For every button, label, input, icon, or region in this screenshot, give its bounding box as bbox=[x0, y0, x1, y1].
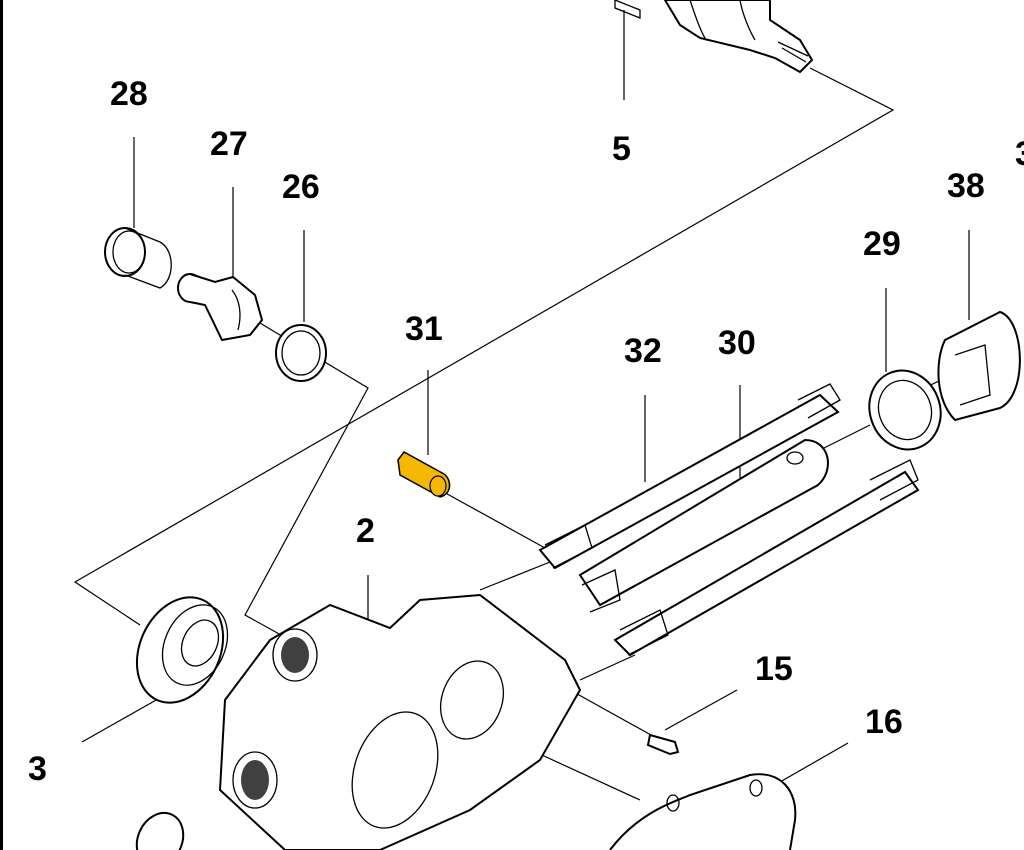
part-labels: 5 28 27 26 38 29 31 32 30 2 15 16 3 3 bbox=[28, 75, 1024, 788]
label-3-partial: 3 bbox=[1015, 135, 1024, 173]
label-3: 3 bbox=[28, 750, 47, 788]
part-oring-bottom bbox=[135, 811, 185, 850]
label-29: 29 bbox=[863, 225, 901, 263]
part-30-tube bbox=[578, 438, 829, 613]
label-27: 27 bbox=[210, 125, 248, 163]
label-38: 38 bbox=[947, 167, 985, 205]
part-32-studs bbox=[538, 383, 920, 657]
leader-3 bbox=[81, 694, 166, 743]
leader-15 bbox=[664, 689, 738, 731]
guide-line-stud bbox=[579, 654, 636, 681]
label-26: 26 bbox=[282, 168, 320, 206]
part-29-seal bbox=[868, 369, 942, 451]
leader-16 bbox=[779, 742, 849, 783]
guide-line-31 bbox=[439, 489, 546, 549]
part-26-oring bbox=[275, 324, 327, 382]
part-15-pin bbox=[646, 733, 680, 756]
part-5-shaft bbox=[614, 0, 814, 74]
part-2-housing bbox=[218, 593, 582, 850]
guide-line-29 bbox=[819, 424, 871, 451]
label-2: 2 bbox=[356, 512, 375, 550]
label-5: 5 bbox=[612, 130, 631, 168]
guide-line-15 bbox=[569, 689, 661, 741]
label-30: 30 bbox=[718, 324, 756, 362]
part-31-sleeve[interactable] bbox=[397, 451, 451, 498]
guide-line-shaft bbox=[73, 67, 895, 626]
part-38-coupling bbox=[937, 310, 1021, 422]
leader-lines bbox=[81, 10, 970, 783]
part-16-gasket bbox=[609, 773, 797, 850]
part-28-cap bbox=[104, 227, 172, 289]
frame-border bbox=[0, 0, 3, 850]
label-15: 15 bbox=[755, 650, 793, 688]
guide-line-32 bbox=[479, 559, 556, 591]
part-3-bearing bbox=[135, 596, 229, 704]
label-16: 16 bbox=[865, 703, 903, 741]
label-28: 28 bbox=[110, 75, 148, 113]
part-27-fitting bbox=[177, 273, 264, 342]
label-31: 31 bbox=[405, 310, 443, 348]
label-32: 32 bbox=[624, 332, 662, 370]
